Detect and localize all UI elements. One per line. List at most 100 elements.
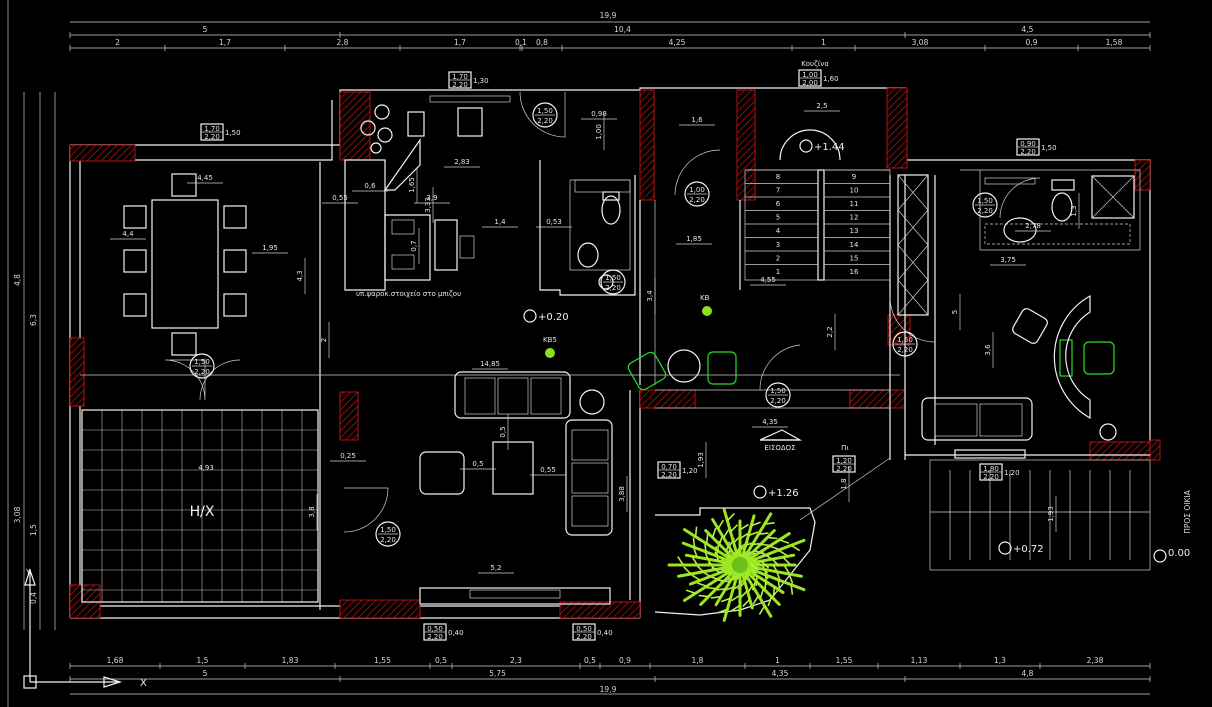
window-tag-5-sill: 1,20 [1004, 469, 1020, 477]
bottom-row1-dim-5: 2,3 [510, 656, 522, 665]
inner-dim-16: 4,3 [296, 270, 304, 281]
level-marker-144: +1.44 [799, 139, 845, 153]
office-furniture [921, 294, 1117, 459]
wc-fixtures [574, 179, 631, 290]
inner-dim-28: 3,88 [618, 486, 626, 502]
window-tag-3-sill: 1,50 [1041, 144, 1057, 152]
stair-number-15: 15 [850, 254, 859, 262]
left-dim-15: 1,5 [29, 524, 38, 536]
inner-dim-13: 2,5 [816, 102, 827, 110]
inner-dim-3: 0,6 [364, 182, 376, 190]
inner-dim-32: 3,6 [984, 344, 992, 356]
bottom-row1-dim-10: 1,55 [836, 656, 853, 665]
bottom-row1-dim-9: 1 [775, 656, 780, 665]
inner-dim-24: 5,2 [490, 564, 501, 572]
bottom-row1-dim-6: 0,5 [584, 656, 596, 665]
top-row2-dim-2: 4,5 [1022, 25, 1034, 34]
bottom-row1-dim-11: 1,13 [911, 656, 928, 665]
door-tag-2-height: 2,20 [537, 117, 553, 125]
svg-text:0.00: 0.00 [1168, 548, 1190, 559]
level-marker-126: +1.26 [753, 485, 799, 499]
staircase [744, 129, 891, 281]
left-dim-63: 6,3 [29, 314, 38, 326]
window-tag-4-width: 0,70 [661, 463, 677, 471]
bath-fixtures [984, 175, 1135, 245]
stair-number-8: 8 [776, 173, 780, 181]
terrace-tile-grid [81, 409, 319, 603]
kitchen-counter [344, 95, 511, 291]
inner-dim-8: 0,53 [546, 218, 562, 226]
inner-dim-33: 1,93 [1047, 506, 1055, 522]
svg-text:+1.44: +1.44 [814, 142, 845, 153]
door-tag-5-width: 1,50 [897, 336, 913, 344]
stair-number-1: 1 [776, 268, 780, 276]
level-markers: +0.20 +1.44 +1.26 +0.72 0.00 [523, 139, 1190, 563]
bottom-row2-dim-3: 4,8 [1022, 669, 1034, 678]
inner-dim-18: 14,85 [480, 360, 500, 368]
bottom-row1-dim-1: 1,5 [197, 656, 209, 665]
door-tag-7-height: 2,20 [977, 207, 993, 215]
inner-dim-36: 4,4 [122, 230, 134, 238]
door-tag-0-height: 2,20 [194, 368, 210, 376]
left-dim-308: 3,08 [13, 506, 22, 523]
door-tag-7-width: 1,50 [977, 197, 993, 205]
door-tag-5-height: 2,20 [897, 346, 913, 354]
door-tag-3-width: 1,50 [605, 274, 621, 282]
window-tag-6-sill: 0,40 [448, 629, 464, 637]
inner-dim-4: 1,65 [408, 177, 416, 193]
dining-table [123, 173, 247, 356]
inner-dim-2: 0,55 [332, 194, 348, 202]
top-row3-dim-4: 0,1 [515, 38, 527, 47]
bottom-row2-dim-2: 4,35 [772, 669, 789, 678]
inner-dim-27: 1,8 [840, 478, 848, 489]
stair-number-4: 4 [776, 227, 781, 235]
window-tag-6-width: 0,50 [427, 625, 443, 633]
pi-label: Πι [841, 444, 849, 452]
window-tag-2-height: 2,00 [802, 79, 818, 87]
door-tag-3-height: 2,20 [605, 284, 621, 292]
stair-number-13: 13 [850, 227, 859, 235]
stair-number-2: 2 [776, 254, 780, 262]
inner-dim-20: 0,5 [472, 460, 483, 468]
svg-text:Y: Y [25, 568, 31, 576]
inner-dim-9: 0,98 [591, 110, 607, 118]
inner-dim-1: 1,95 [262, 244, 278, 252]
window-tag-4-sill: 1,20 [682, 467, 698, 475]
inner-dim-37: 3,9 [426, 194, 437, 202]
top-row3-dim-1: 1,7 [219, 38, 231, 47]
stair-number-7: 7 [776, 186, 780, 194]
window-tag-1-width: 1,70 [204, 125, 220, 133]
inner-dim-11: 1,6 [691, 116, 703, 124]
door-tag-6-height: 2,20 [770, 397, 786, 405]
stair-number-5: 5 [776, 214, 780, 222]
stair-number-14: 14 [850, 241, 859, 249]
top-row3-dim-6: 4,25 [669, 38, 686, 47]
window-tag-5-height: 2,20 [983, 473, 999, 481]
door-tag-4-width: 1,50 [380, 526, 396, 534]
bottom-row1-dim-0: 1,68 [107, 656, 124, 665]
kitchen-label: Κουζίνα [801, 60, 829, 68]
wardrobe [897, 174, 929, 316]
door-tag-1-height: 2,20 [689, 196, 705, 204]
window-tag-2-width: 1,00 [802, 71, 818, 79]
window-tag-0-sill: 1,30 [473, 77, 489, 85]
living-room-furniture [419, 371, 613, 605]
inner-dim-17: 2 [320, 338, 328, 342]
top-row3-dim-0: 2 [115, 38, 120, 47]
stair-number-9: 9 [852, 173, 856, 181]
left-dim-04: 0,4 [29, 592, 38, 604]
room-label-hx: Η/Χ [190, 504, 215, 520]
bottom-row2-dim-1: 5,75 [489, 669, 506, 678]
ucs-icon: X Y [23, 568, 147, 689]
stair-number-12: 12 [850, 214, 859, 222]
top-row3-dim-2: 2,8 [337, 38, 349, 47]
window-tag-1-sill: 1,50 [225, 129, 241, 137]
inner-dim-31: 5 [951, 310, 959, 314]
exterior-steps [929, 459, 1151, 571]
svg-text:X: X [140, 678, 147, 689]
window-tag-6-height: 2,20 [427, 633, 443, 641]
bottom-row1-dim-13: 2,38 [1087, 656, 1104, 665]
svg-text:+1.26: +1.26 [768, 488, 799, 499]
